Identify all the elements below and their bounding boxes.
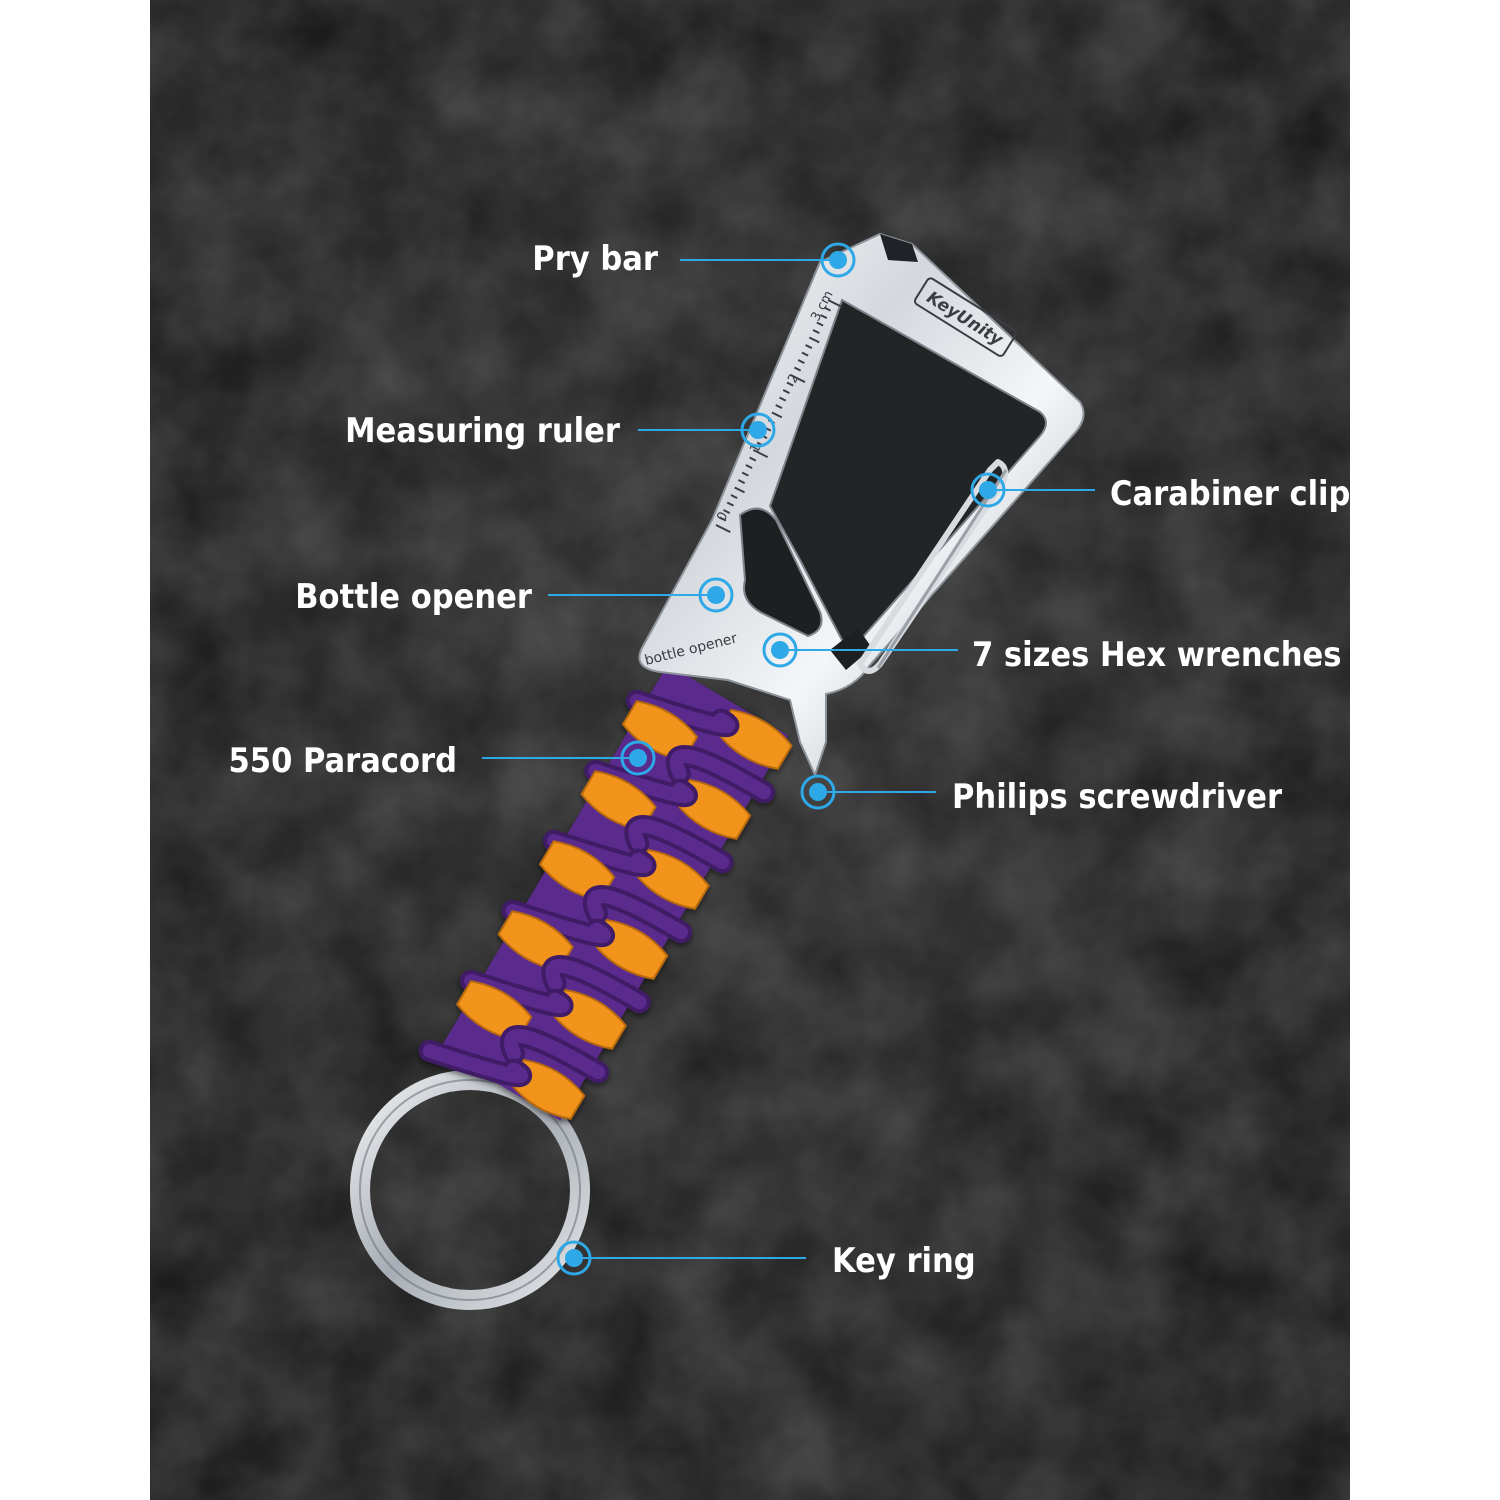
callout-label: Bottle opener (295, 577, 533, 617)
callout-bottle-opener: Bottle opener (295, 577, 734, 617)
measuring-ruler-ticks (715, 299, 843, 534)
ruler-tick (726, 501, 734, 507)
paracord-purple-strand-highlight (545, 959, 647, 1010)
callout-marker (800, 774, 836, 810)
callout-marker-dot (771, 641, 789, 659)
callout-marker-dot (809, 783, 827, 801)
callout-marker-dot (565, 1249, 583, 1267)
ruler-tick (812, 329, 820, 335)
paracord-purple-strand-highlight (628, 819, 730, 870)
callout-marker (820, 242, 856, 278)
callout-label: Carabiner clip (1110, 474, 1350, 514)
callout-marker (556, 1240, 592, 1276)
callout-marker (698, 577, 734, 613)
ruler-tick (752, 449, 769, 459)
ruler-tick (782, 389, 790, 395)
ruler-tick (730, 494, 738, 500)
callout-label: Pry bar (532, 239, 659, 279)
callout-marker-dot (749, 421, 767, 439)
callout-marker-dot (629, 749, 647, 767)
bottle-opener-cutout (738, 507, 823, 638)
paracord-purple-strand-highlight (422, 1043, 529, 1084)
ruler-tick (745, 464, 753, 470)
key-ring (350, 1070, 590, 1310)
ruler-tick (827, 299, 843, 309)
callout-label: 550 Paracord (229, 741, 458, 781)
callout-marker (762, 632, 798, 668)
ruler-tick (737, 479, 746, 485)
ruler-tick (808, 336, 820, 344)
ruler-tick (805, 344, 813, 350)
callout-key-ring: Key ring (556, 1240, 976, 1281)
callout-marker (620, 740, 656, 776)
ruler-tick (771, 411, 783, 419)
ruler-tick (719, 516, 727, 522)
callout-paracord: 550 Paracord (229, 740, 656, 781)
ruler-tick (801, 351, 809, 357)
paracord-purple-strand-highlight (586, 889, 689, 940)
ruler-tick (749, 456, 757, 462)
ruler-tick (793, 366, 802, 372)
ruler-tick (823, 306, 831, 312)
brand-logo-frame (913, 277, 1018, 357)
callout-marker-dot (829, 251, 847, 269)
paracord-purple-strand-highlight (503, 1029, 606, 1080)
ruler-tick (734, 486, 745, 494)
callout-marker-dot (979, 481, 997, 499)
ruler-tick (790, 374, 806, 384)
callout-layer: Pry bar Measuring ruler Carabiner clip B… (229, 239, 1351, 1281)
callout-hex-wrenches: 7 sizes Hex wrenches (762, 632, 1341, 675)
callout-measuring-ruler: Measuring ruler (345, 411, 776, 451)
callout-marker (970, 472, 1006, 508)
callout-pry-bar: Pry bar (532, 239, 856, 279)
paracord-purple-strand-highlight (669, 749, 772, 800)
ruler-tick (797, 359, 805, 365)
ruler-tick (820, 314, 828, 320)
callout-philips-screwdriver: Philips screwdriver (800, 774, 1283, 817)
callout-carabiner-clip: Carabiner clip (970, 472, 1350, 514)
ruler-tick (816, 321, 824, 327)
pry-bar-tip (880, 234, 918, 262)
callout-marker-dot (707, 586, 725, 604)
ruler-tick (715, 524, 731, 534)
ruler-tick (741, 471, 749, 477)
ruler-tick (779, 396, 787, 402)
ruler-tick (723, 509, 731, 515)
callout-label: Measuring ruler (345, 411, 621, 451)
ruler-tick (786, 381, 794, 387)
carabiner-tool: KeyUnity bottle opener 3 cm 2 1 0 (638, 232, 1085, 778)
ruler-tick (775, 404, 783, 410)
callout-label: Key ring (832, 1241, 976, 1281)
callout-label: Philips screwdriver (952, 777, 1283, 817)
paracord-braid (418, 664, 793, 1121)
callout-marker (740, 412, 776, 448)
callout-label: 7 sizes Hex wrenches (972, 635, 1341, 675)
